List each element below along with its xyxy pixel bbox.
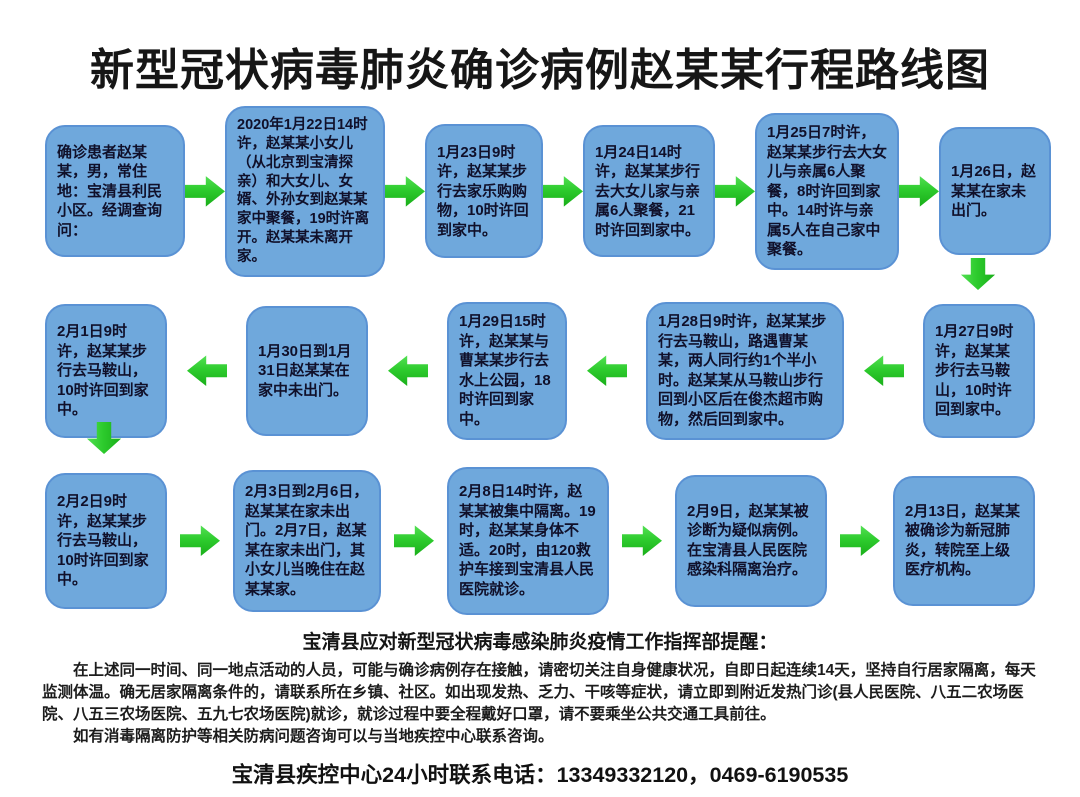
flow-row-2: 2月1日9时许，赵某某步行去马鞍山，10时许回到家中。 1月30日到1月31日赵… <box>45 301 1035 441</box>
arrow-right-icon <box>180 525 220 557</box>
arrow-left-icon <box>187 354 227 388</box>
flow-box-5: 1月25日7时许，赵某某步行去大女儿与亲属6人聚餐，8时许回到家中。14时许与亲… <box>755 113 899 270</box>
notice-body: 在上述同一时间、同一地点活动的人员，可能与确诊病例存在接触，请密切关注自身健康状… <box>42 660 1038 748</box>
flow-box-14: 2月8日14时许，赵某某被集中隔离。19时，赵某某身体不适。20时，由120救护… <box>447 466 609 615</box>
route-flowchart: 确诊患者赵某某，男，常住地：宝清县利民小区。经调查询问： 2020年1月22日1… <box>45 106 1051 615</box>
hotline-text: 宝清县疾控中心24小时联系电话：13349332120，0469-6190535 <box>231 762 849 787</box>
flow-box-4: 1月24日14时许，赵某某步行去大女儿家与亲属6人聚餐，21时许回到家中。 <box>583 125 715 258</box>
flow-box-16: 2月13日，赵某某被确诊为新冠肺炎，转院至上级医疗机构。 <box>893 475 1035 606</box>
arrow-left-icon <box>587 354 627 388</box>
notice-heading: 宝清县应对新型冠状病毒感染肺炎疫情工作指挥部提醒： <box>302 631 778 653</box>
arrow-right-icon <box>385 176 425 207</box>
flow-box-7: 1月27日9时许，赵某某步行去马鞍山，10时许回到家中。 <box>923 303 1035 438</box>
flow-box-8: 1月28日9时许，赵某某步行去马鞍山，路遇曹某某，两人同行约1个半小时。赵某某从… <box>646 301 844 440</box>
arrow-right-icon <box>543 176 583 207</box>
flow-box-15: 2月9日，赵某某被诊断为疑似病例。在宝清县人民医院感染科隔离治疗。 <box>675 474 827 607</box>
notice-paragraph-1: 在上述同一时间、同一地点活动的人员，可能与确诊病例存在接触，请密切关注自身健康状… <box>42 661 1036 723</box>
arrow-right-icon <box>394 525 434 557</box>
notice-paragraph-2: 如有消毒隔离防护等相关防病问题咨询可以与当地疾控中心联系咨询。 <box>73 727 554 745</box>
arrow-right-icon <box>185 176 225 207</box>
page-title: 新型冠状病毒肺炎确诊病例赵某某行程路线图 <box>90 46 990 95</box>
flow-box-11: 2月1日9时许，赵某某步行去马鞍山，10时许回到家中。 <box>45 303 167 438</box>
notice-section: 宝清县应对新型冠状病毒感染肺炎疫情工作指挥部提醒： 在上述同一时间、同一地点活动… <box>42 627 1038 789</box>
flow-box-12: 2月2日9时许，赵某某步行去马鞍山，10时许回到家中。 <box>45 472 167 609</box>
arrow-right-icon <box>715 176 755 207</box>
flow-box-1: 确诊患者赵某某，男，常住地：宝清县利民小区。经调查询问： <box>45 125 185 258</box>
flow-box-9: 1月29日15时许，赵某某与曹某某步行去水上公园，18时许回到家中。 <box>447 301 567 440</box>
flow-box-3: 1月23日9时许，赵某某步行去家乐购购物，10时许回到家中。 <box>425 124 543 259</box>
flow-box-6: 1月26日，赵某某在家未出门。 <box>939 127 1051 256</box>
flow-box-13: 2月3日到2月6日，赵某某在家未出门。2月7日，赵某某在家未出门，其小女儿当晚住… <box>233 469 381 612</box>
arrow-left-icon <box>388 354 428 388</box>
flow-box-10: 1月30日到1月31日赵某某在家中未出门。 <box>246 305 368 436</box>
arrow-right-icon <box>899 176 939 207</box>
arrow-right-icon <box>622 525 662 557</box>
flow-row-1: 确诊患者赵某某，男，常住地：宝清县利民小区。经调查询问： 2020年1月22日1… <box>45 106 1051 277</box>
arrow-right-icon <box>840 525 880 557</box>
arrow-left-icon <box>864 354 904 388</box>
flow-row-3: 2月2日9时许，赵某某步行去马鞍山，10时许回到家中。 2月3日到2月6日，赵某… <box>45 466 1035 615</box>
flow-box-2: 2020年1月22日14时许，赵某某小女儿（从北京到宝清探亲）和大女儿、女婿、外… <box>225 106 385 277</box>
